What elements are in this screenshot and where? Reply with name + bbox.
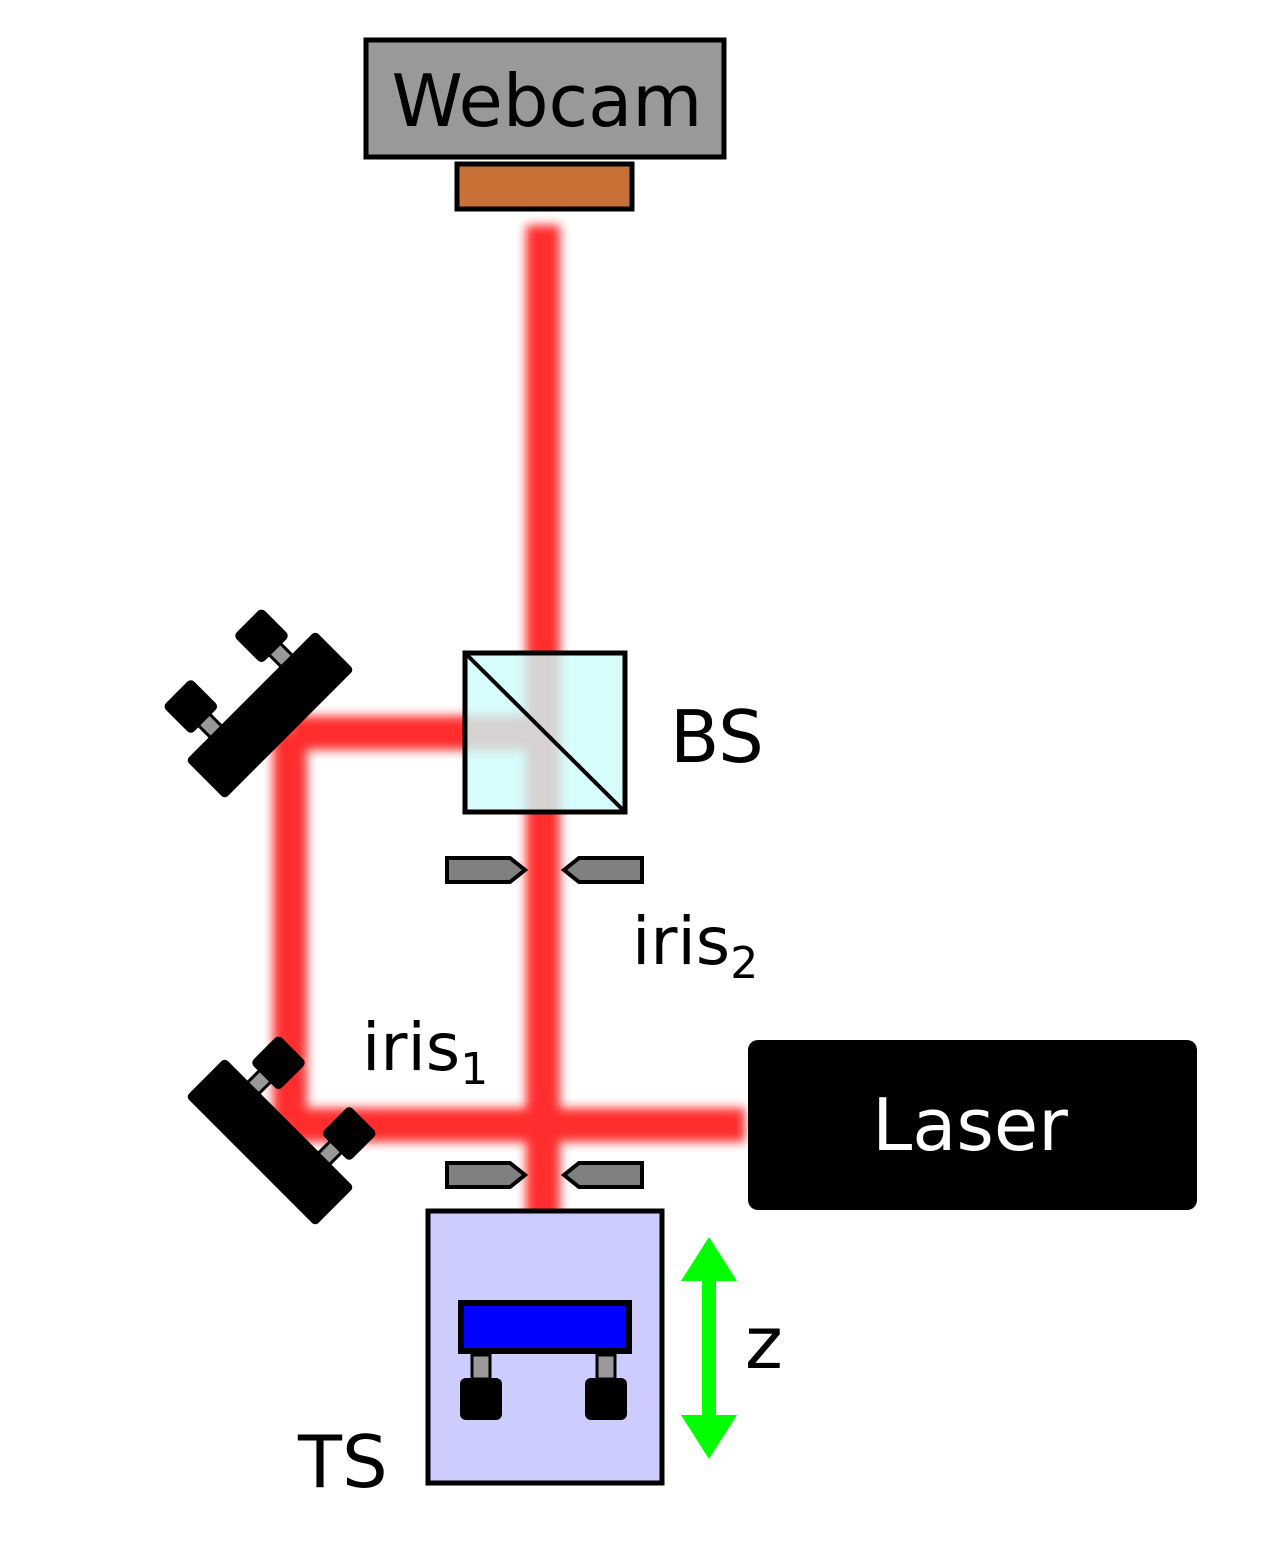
sample-holder: [458, 1300, 632, 1420]
webcam-body: [363, 37, 727, 160]
mirror-bottom-knob-1: [252, 1036, 305, 1090]
sample-screw-right: [595, 1353, 617, 1381]
z-label: z: [745, 1301, 783, 1385]
iris-1-label-subscript: 1: [460, 1044, 488, 1095]
mirror-mount-top: [164, 609, 353, 798]
sample-knob-right: [585, 1378, 627, 1420]
iris-1-left-blade: [445, 1161, 529, 1189]
sample-knob-left: [460, 1378, 502, 1420]
ts-label: TS: [297, 1420, 388, 1504]
iris-1-label: iris1: [362, 1009, 488, 1095]
iris-1: [445, 1161, 644, 1189]
z-arrow-shape: [681, 1237, 737, 1459]
iris-2-right-blade: [560, 856, 644, 884]
iris-1-label-main: iris: [362, 1009, 460, 1086]
mirror-bottom-body: [187, 1059, 353, 1225]
sample: [458, 1300, 632, 1354]
mirror-mount-bottom: [187, 1036, 376, 1225]
iris-2-label: iris2: [632, 903, 758, 989]
webcam-label: Webcam: [392, 59, 703, 143]
mirror-top-knob-2: [235, 609, 288, 663]
iris-2-label-subscript: 2: [730, 938, 758, 989]
sample-screw-left: [470, 1353, 492, 1381]
iris-2-label-main: iris: [632, 903, 730, 980]
iris-1-right-blade: [560, 1161, 644, 1189]
z-axis-arrow: [681, 1237, 737, 1459]
laser: Laser: [748, 1040, 1197, 1210]
iris-2: [445, 856, 644, 884]
webcam: Webcam: [363, 37, 727, 212]
laser-body: [748, 1040, 1197, 1210]
beam-splitter: [462, 650, 628, 815]
iris-2-left-blade: [445, 856, 529, 884]
mirror-top-knob-1: [164, 680, 218, 733]
mirror-bottom-knob-2: [322, 1107, 376, 1160]
beam-splitter-diagonal: [463, 651, 627, 814]
laser-label: Laser: [872, 1083, 1068, 1167]
bs-label: BS: [670, 695, 764, 779]
webcam-lens: [454, 161, 635, 212]
mirror-top-body: [187, 632, 353, 798]
